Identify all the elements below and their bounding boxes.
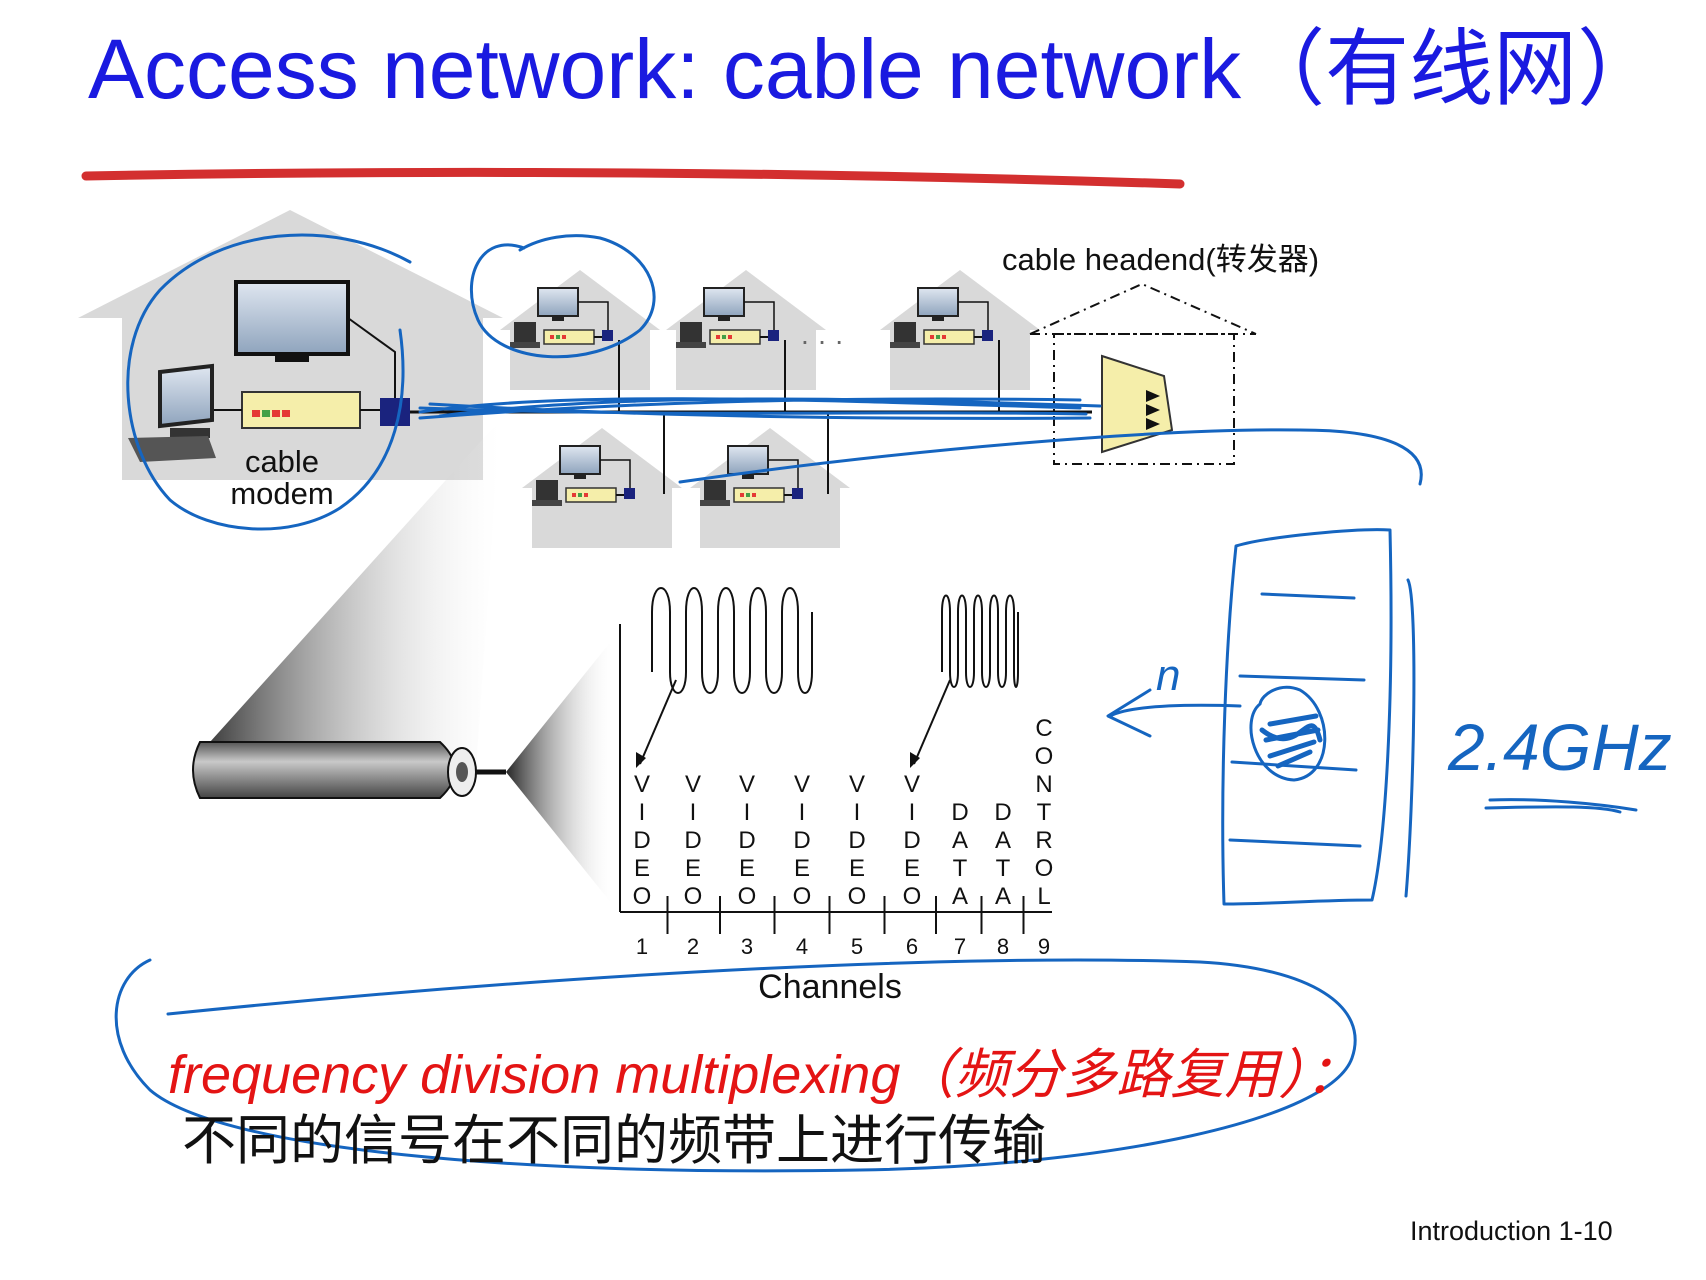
modem-label-line2: modem xyxy=(230,476,333,511)
channel-4-letter: I xyxy=(799,799,806,826)
channel-2-letter: O xyxy=(684,883,703,910)
fdm-description: 不同的信号在不同的频带上进行传输 xyxy=(182,1111,1046,1171)
channel-7-letter: T xyxy=(953,855,968,882)
channel-9-letter: N xyxy=(1035,771,1052,798)
channel-2-letter: E xyxy=(685,855,701,882)
channel-7-letter: A xyxy=(952,883,968,910)
channel-3-letter: I xyxy=(744,799,751,826)
channel-4-letter: V xyxy=(794,771,810,798)
handwritten-n-label: n xyxy=(1156,651,1180,700)
channel-number: 7 xyxy=(954,934,966,959)
channel-7-letter: D xyxy=(951,799,968,826)
computer-icon xyxy=(128,363,216,462)
zoom-cone xyxy=(210,420,500,770)
channel-number: 9 xyxy=(1038,934,1050,959)
house-bottom-2 xyxy=(689,427,851,549)
channel-number: 8 xyxy=(997,934,1009,959)
channel-1-letter: E xyxy=(634,855,650,882)
arrow-left-annotation xyxy=(1106,688,1242,738)
channel-3-letter: E xyxy=(739,855,755,882)
circle-house-annotation xyxy=(469,234,656,359)
house-top-3 xyxy=(879,269,1041,391)
channel-5-letter: V xyxy=(849,771,865,798)
channel-5-letter: D xyxy=(848,827,865,854)
channel-9-letter: C xyxy=(1035,715,1052,742)
channel-2-letter: D xyxy=(684,827,701,854)
channel-4-letter: O xyxy=(793,883,812,910)
channel-1-letter: V xyxy=(634,771,650,798)
handwritten-annotations xyxy=(114,233,1638,1173)
channel-8-letter: A xyxy=(995,827,1011,854)
page-number: Introduction 1-10 xyxy=(1410,1216,1613,1246)
circle-big-house-annotation xyxy=(126,233,412,531)
channels-axis-title: Channels xyxy=(758,968,902,1006)
spectrum-box-annotation xyxy=(1221,528,1416,906)
channel-number: 2 xyxy=(687,934,699,959)
channel-5-letter: I xyxy=(854,799,861,826)
channel-8-letter: A xyxy=(995,883,1011,910)
line-to-spectrum-annotation xyxy=(678,428,1423,486)
channel-6-letter: E xyxy=(904,855,920,882)
fdm-heading: frequency division multiplexing（频分多路复用）： xyxy=(168,1045,1360,1105)
splitter-connector xyxy=(380,398,410,426)
scribble-circle-annotation xyxy=(1249,685,1327,782)
cable-scribble-annotation xyxy=(418,397,1102,420)
channel-8-letter: D xyxy=(994,799,1011,826)
handwritten-frequency-note: 2.4GHz xyxy=(1447,710,1672,784)
cable-modem-icon xyxy=(241,391,361,429)
channel-number: 6 xyxy=(906,934,918,959)
channel-6-letter: O xyxy=(903,883,922,910)
channel-number: 1 xyxy=(636,934,648,959)
house-bottom-1 xyxy=(521,427,683,549)
title-strike-annotation xyxy=(81,167,1185,189)
channel-5-letter: O xyxy=(848,883,867,910)
channel-6-letter: I xyxy=(909,799,916,826)
low-frequency-wave xyxy=(651,587,813,694)
channel-2-letter: V xyxy=(685,771,701,798)
channel-chart: VIDEO1VIDEO2VIDEO3VIDEO4VIDEO5VIDEO6DATA… xyxy=(619,587,1054,1006)
channel-3-letter: O xyxy=(738,883,757,910)
channel-3-letter: V xyxy=(739,771,755,798)
channel-6-letter: D xyxy=(903,827,920,854)
fdm-ellipse-annotation xyxy=(114,958,1357,1173)
slide-title: Access network: cable network（有线网） xyxy=(88,22,1662,116)
channel-1-letter: I xyxy=(639,799,646,826)
channel-7-letter: A xyxy=(952,827,968,854)
coax-cable-icon xyxy=(192,640,612,904)
channel-5-letter: E xyxy=(849,855,865,882)
channel-4-letter: D xyxy=(793,827,810,854)
television-icon xyxy=(234,280,350,362)
headend-label: cable headend(转发器) xyxy=(1002,242,1319,277)
channel-9-letter: O xyxy=(1035,855,1054,882)
channel-9-letter: T xyxy=(1037,799,1052,826)
channel-1-letter: O xyxy=(633,883,652,910)
cable-headend: cable headend(转发器) xyxy=(1002,242,1319,465)
channel-number: 5 xyxy=(851,934,863,959)
ellipsis: · · · xyxy=(800,325,844,356)
channel-8-letter: T xyxy=(996,855,1011,882)
channel-3-letter: D xyxy=(738,827,755,854)
high-frequency-wave xyxy=(941,594,1019,688)
big-house: cable modem xyxy=(78,210,503,511)
channel-6-letter: V xyxy=(904,771,920,798)
channel-9-letter: L xyxy=(1037,883,1050,910)
channel-number: 4 xyxy=(796,934,808,959)
channel-9-letter: O xyxy=(1035,743,1054,770)
tilde-underline-annotation xyxy=(1484,798,1638,814)
channel-9-letter: R xyxy=(1035,827,1052,854)
headend-device-icon xyxy=(1101,354,1174,454)
channel-2-letter: I xyxy=(690,799,697,826)
channel-number: 3 xyxy=(741,934,753,959)
channel-1-letter: D xyxy=(633,827,650,854)
house-top-1 xyxy=(499,269,661,391)
channel-4-letter: E xyxy=(794,855,810,882)
modem-label-line1: cable xyxy=(245,444,319,479)
